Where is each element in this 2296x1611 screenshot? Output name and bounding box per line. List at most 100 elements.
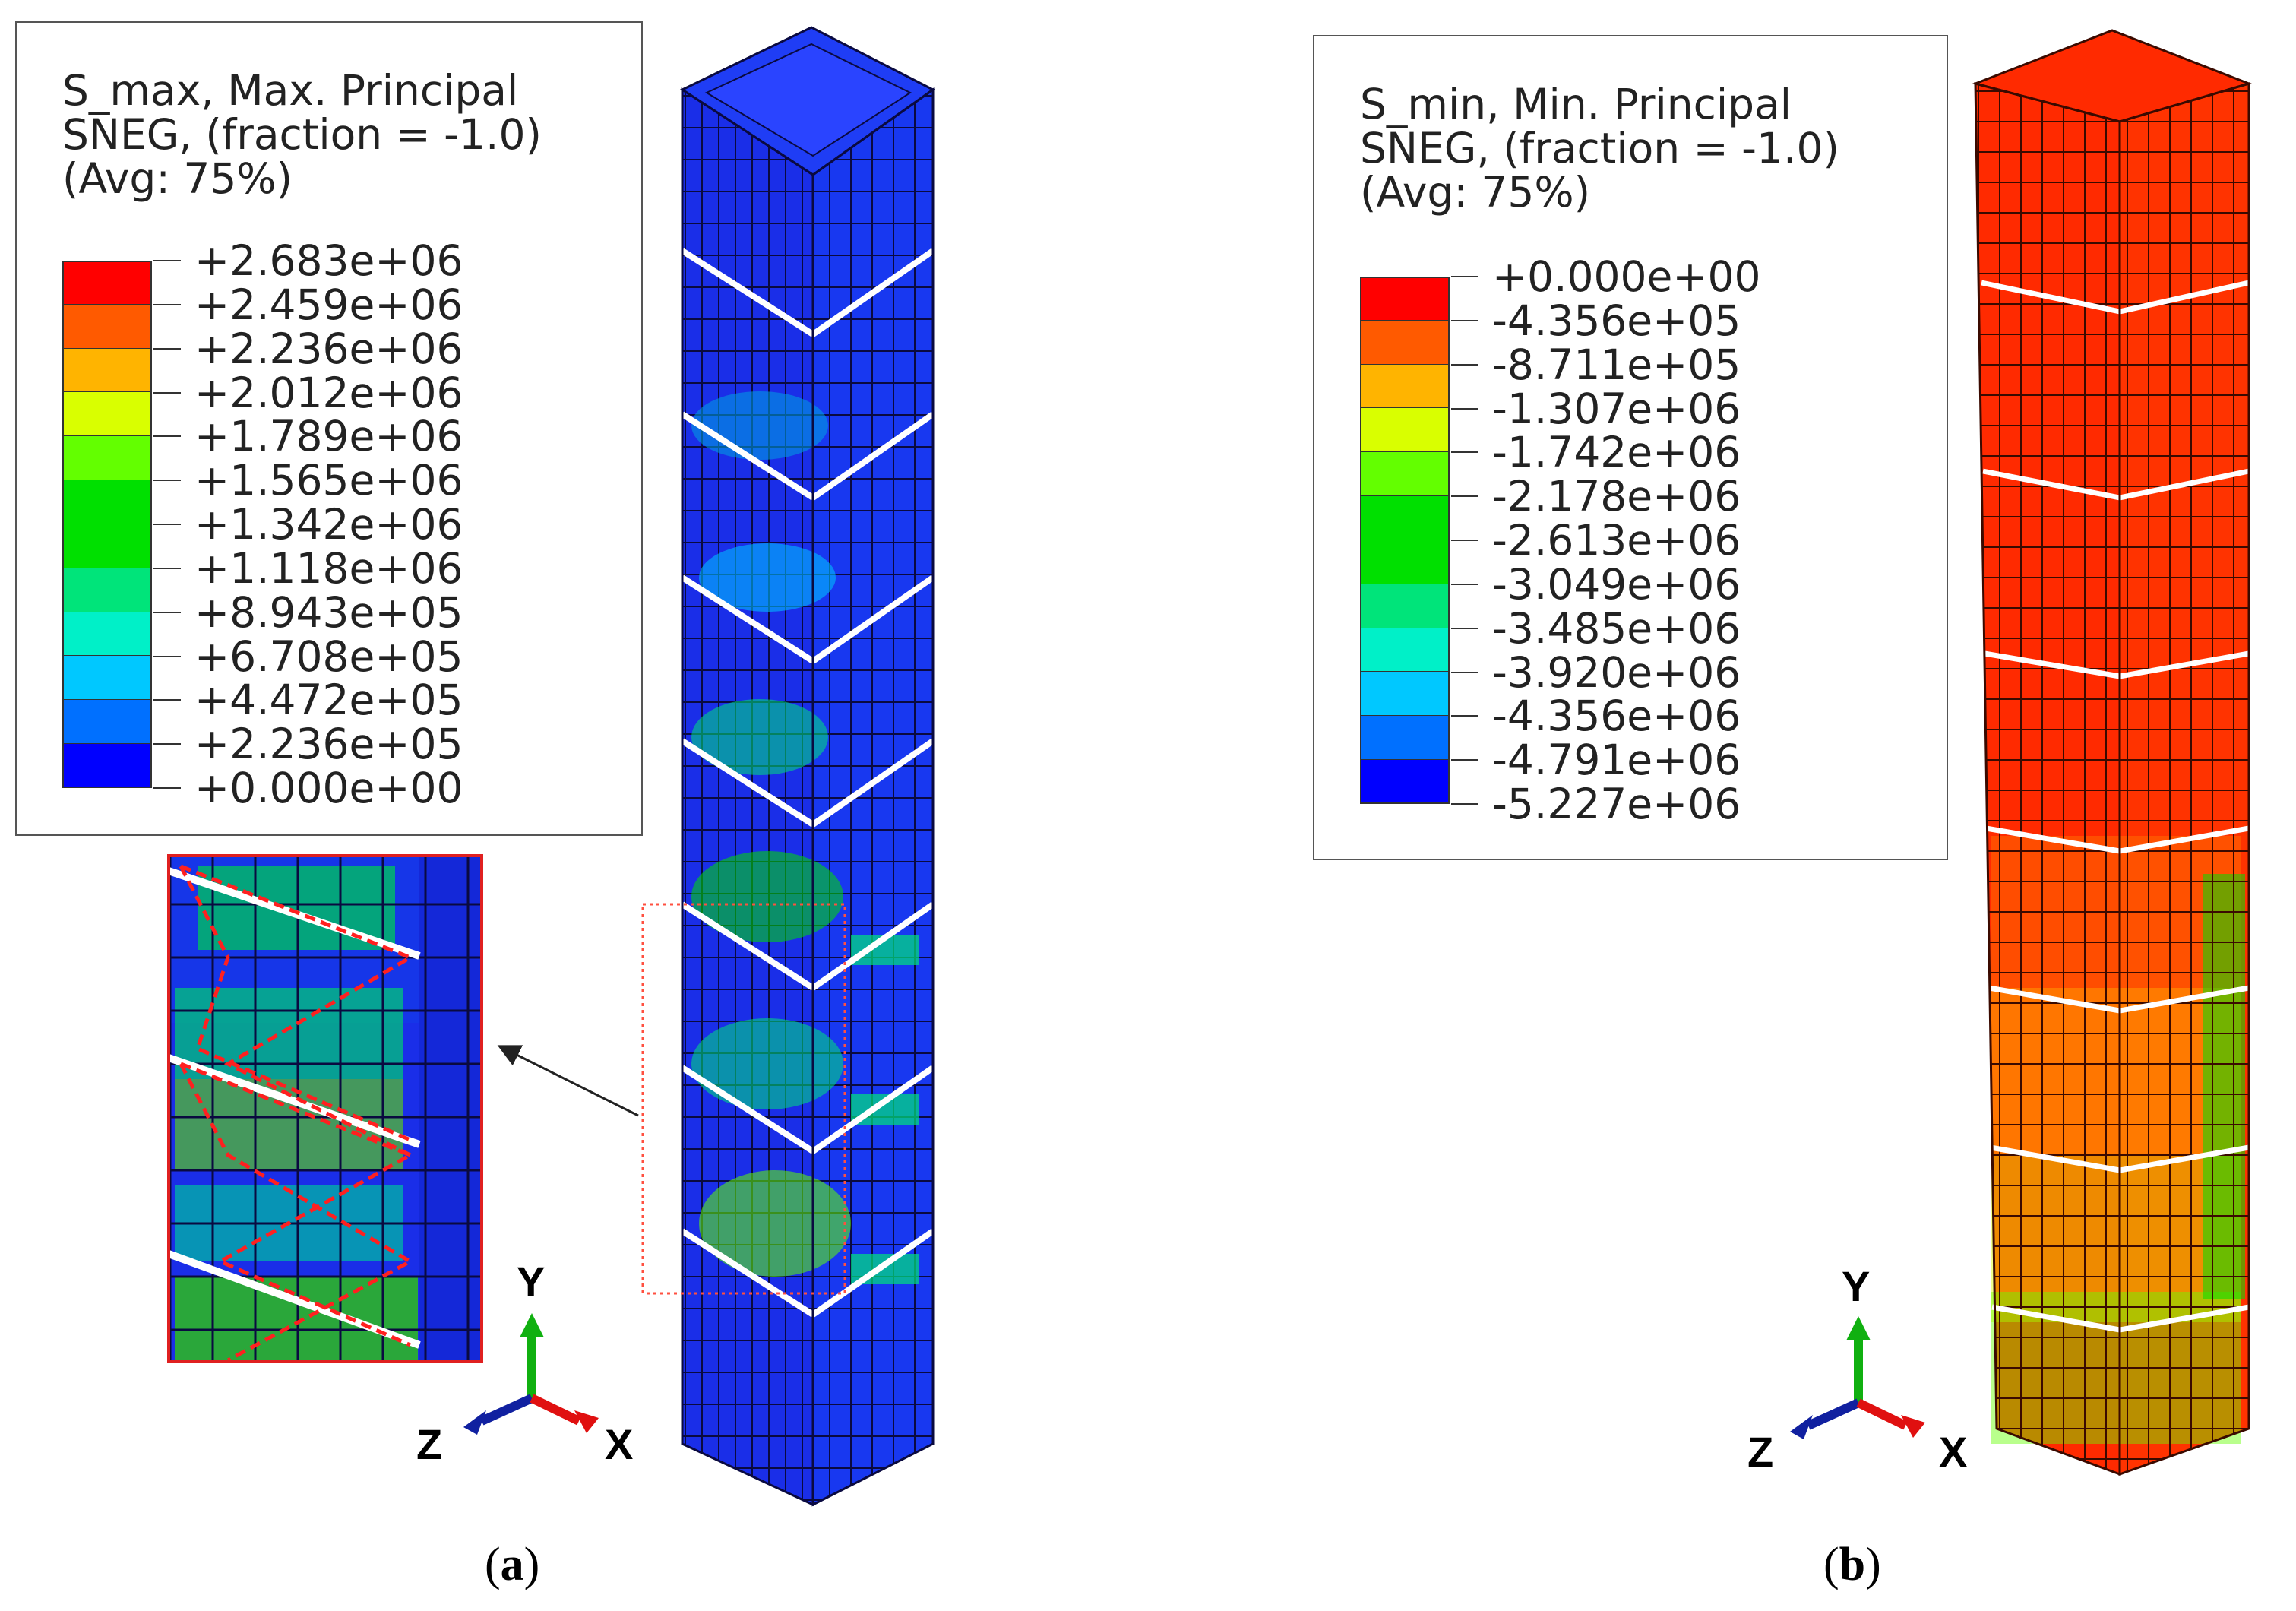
colorbar-swatch: [62, 524, 152, 568]
colorbar-tick-label: -3.920e+06: [1492, 647, 1741, 697]
legend-b: S_min, Min. Principal SNEG, (fraction = …: [1313, 35, 1948, 860]
colorbar-tick-label: +6.708e+05: [194, 631, 463, 681]
colorbar-tick-label: -3.485e+06: [1492, 603, 1741, 653]
colorbar-tick: +0.000e+00: [1451, 252, 1761, 301]
colorbar-swatch: [1360, 277, 1450, 321]
colorbar-tick: +4.472e+05: [153, 676, 463, 725]
colorbar-swatch: [1360, 672, 1450, 717]
colorbar-tick-label: +0.000e+00: [1492, 252, 1761, 301]
colorbar-swatch: [1360, 760, 1450, 804]
colorbar-tick-label: +2.012e+06: [194, 368, 463, 417]
colorbar-tick: -4.791e+06: [1451, 736, 1741, 785]
colorbar-tick: -3.485e+06: [1451, 603, 1741, 653]
colorbar-swatch: [62, 612, 152, 657]
colorbar-tick: +1.342e+06: [153, 500, 463, 549]
colorbar-tick-label: +2.459e+06: [194, 280, 463, 329]
colorbar-swatch: [1360, 628, 1450, 673]
colorbar-tick-label: -8.711e+05: [1492, 340, 1741, 389]
panel-a-drawing: Y Z X: [167, 26, 935, 1507]
colorbar-tick-label: +2.236e+06: [194, 324, 463, 373]
colorbar-swatch: [1360, 320, 1450, 365]
legend-a-title-line2: SNEG, (fraction = -1.0): [62, 110, 542, 159]
colorbar-tick: -2.178e+06: [1451, 472, 1741, 521]
colorbar-swatch: [62, 392, 152, 437]
colorbar-tick: +2.459e+06: [153, 280, 463, 329]
colorbar-swatch: [1360, 408, 1450, 453]
legend-a-title: S_max, Max. Principal SNEG, (fraction = …: [62, 68, 542, 201]
colorbar-tick: -1.742e+06: [1451, 428, 1741, 477]
colorbar-tick-label: +1.565e+06: [194, 456, 463, 505]
axis-a-y-label: Y: [517, 1258, 545, 1306]
colorbar-a: [62, 261, 152, 788]
axis-triad-a: Y Z X: [416, 1258, 633, 1468]
colorbar-swatch: [62, 261, 152, 305]
legend-b-title-line3: (Avg: 75%): [1360, 168, 1591, 217]
colorbar-tick-label: -3.049e+06: [1492, 559, 1741, 609]
legend-a: S_max, Max. Principal SNEG, (fraction = …: [15, 21, 643, 836]
colorbar-tick: +0.000e+00: [153, 764, 463, 812]
colorbar-tick-label: +1.789e+06: [194, 412, 463, 461]
column-b: [1972, 29, 2253, 1476]
legend-b-title: S_min, Min. Principal SNEG, (fraction = …: [1360, 82, 1839, 214]
colorbar-tick: +1.565e+06: [153, 456, 463, 505]
colorbar-tick-label: +1.118e+06: [194, 543, 463, 593]
colorbar-tick: -4.356e+06: [1451, 692, 1741, 741]
colorbar-b: [1360, 277, 1450, 804]
colorbar-swatch: [62, 656, 152, 701]
colorbar-tick-label: -2.613e+06: [1492, 516, 1741, 565]
caption-b: (b): [1823, 1539, 1881, 1590]
legend-b-title-line2: SNEG, (fraction = -1.0): [1360, 124, 1839, 172]
colorbar-swatch: [1360, 364, 1450, 409]
colorbar-tick: +2.236e+06: [153, 324, 463, 373]
colorbar-tick-label: +1.342e+06: [194, 500, 463, 549]
colorbar-swatch: [62, 436, 152, 481]
colorbar-swatch: [1360, 584, 1450, 628]
colorbar-swatch: [62, 480, 152, 524]
colorbar-tick-label: +4.472e+05: [194, 676, 463, 725]
colorbar-tick-label: -4.356e+05: [1492, 296, 1741, 345]
colorbar-tick: -4.356e+05: [1451, 296, 1741, 345]
colorbar-swatch: [62, 304, 152, 349]
colorbar-swatch: [1360, 716, 1450, 761]
zoom-inset: [167, 854, 483, 1363]
colorbar-tick: +8.943e+05: [153, 587, 463, 637]
colorbar-tick-label: +8.943e+05: [194, 587, 463, 637]
colorbar-tick: -3.049e+06: [1451, 559, 1741, 609]
colorbar-tick-label: -4.791e+06: [1492, 736, 1741, 785]
colorbar-tick: +1.789e+06: [153, 412, 463, 461]
colorbar-tick-label: -4.356e+06: [1492, 692, 1741, 741]
colorbar-tick-label: -5.227e+06: [1492, 780, 1741, 828]
colorbar-tick: -2.613e+06: [1451, 516, 1741, 565]
colorbar-tick: +6.708e+05: [153, 631, 463, 681]
colorbar-tick-label: +2.683e+06: [194, 236, 463, 285]
axis-triad-b: Y Z X: [1747, 1262, 1967, 1476]
legend-a-title-line1: S_max, Max. Principal: [62, 66, 519, 115]
colorbar-tick-label: +0.000e+00: [194, 764, 463, 812]
legend-a-title-line3: (Avg: 75%): [62, 154, 293, 203]
colorbar-tick: +2.236e+05: [153, 720, 463, 769]
axis-b-z-label: Z: [1747, 1428, 1773, 1476]
colorbar-tick-label: -1.742e+06: [1492, 428, 1741, 477]
colorbar-swatch: [62, 348, 152, 393]
axis-a-z-label: Z: [416, 1420, 442, 1468]
zoom-region-box: [641, 903, 846, 1295]
colorbar-tick-label: -1.307e+06: [1492, 384, 1741, 433]
colorbar-tick: +2.683e+06: [153, 236, 463, 285]
colorbar-tick: -3.920e+06: [1451, 647, 1741, 697]
zoom-pointer-arrow: [497, 1045, 639, 1117]
colorbar-tick: +2.012e+06: [153, 368, 463, 417]
colorbar-tick: -5.227e+06: [1451, 780, 1741, 828]
colorbar-swatch: [62, 700, 152, 745]
colorbar-tick: -8.711e+05: [1451, 340, 1741, 389]
caption-a: (a): [485, 1539, 540, 1590]
colorbar-swatch: [1360, 496, 1450, 540]
axis-b-y-label: Y: [1842, 1262, 1870, 1310]
axis-b-x-label: X: [1939, 1428, 1967, 1476]
colorbar-swatch: [62, 568, 152, 612]
colorbar-tick: -1.307e+06: [1451, 384, 1741, 433]
colorbar-swatch: [62, 744, 152, 788]
legend-b-title-line1: S_min, Min. Principal: [1360, 80, 1792, 128]
colorbar-tick-label: -2.178e+06: [1492, 472, 1741, 521]
colorbar-tick-label: +2.236e+05: [194, 720, 463, 769]
